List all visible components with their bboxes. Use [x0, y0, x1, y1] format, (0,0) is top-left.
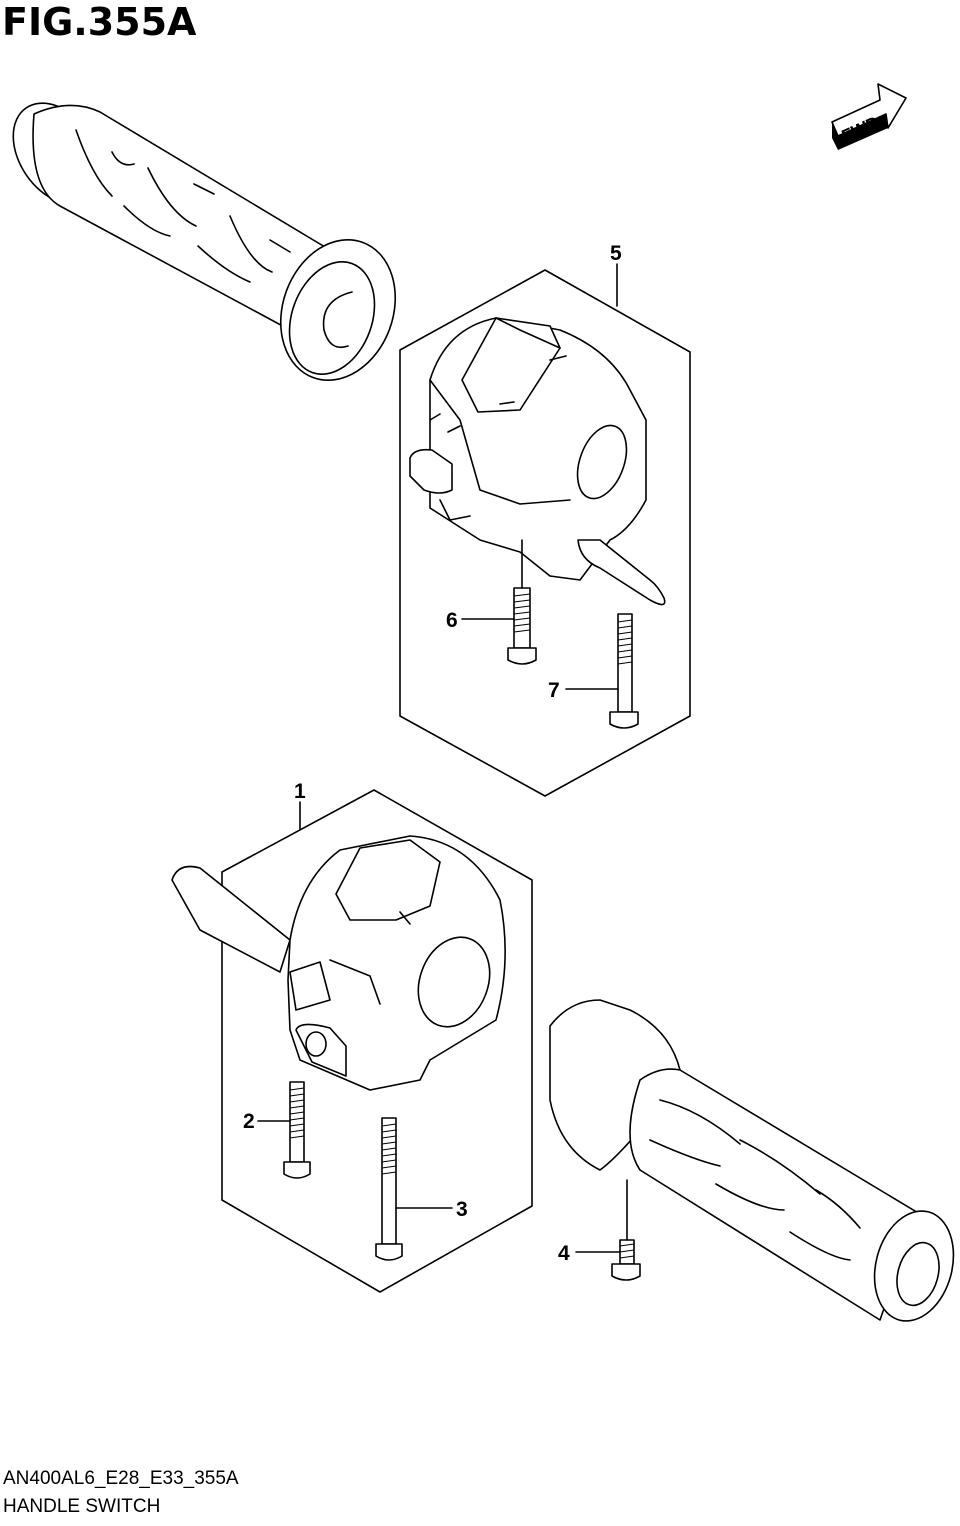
figure-name: HANDLE SWITCH	[3, 1496, 161, 1517]
figure-title: FIG.355A	[2, 0, 197, 44]
fwd-arrow-icon: FWD	[831, 83, 907, 150]
callout-7: 7	[548, 679, 560, 702]
grip-right	[549, 999, 955, 1322]
callout-6: 6	[446, 609, 458, 632]
screw-4	[611, 1239, 641, 1281]
callout-4: 4	[558, 1242, 570, 1265]
callout-1: 1	[294, 780, 306, 803]
right-handle-switch	[409, 317, 666, 606]
screw-7	[609, 613, 639, 729]
screw-2	[283, 1081, 311, 1179]
assembly-outline-1	[221, 789, 533, 1293]
callout-2: 2	[243, 1110, 255, 1133]
assembly-outline-5	[399, 269, 691, 797]
callout-5: 5	[610, 242, 622, 265]
screw-3	[375, 1117, 403, 1261]
grip-left	[12, 102, 397, 382]
left-handle-switch	[171, 835, 506, 1091]
callout-3: 3	[456, 1198, 468, 1221]
figure-code: AN400AL6_E28_E33_355A	[3, 1468, 239, 1489]
screw-6	[507, 587, 537, 665]
